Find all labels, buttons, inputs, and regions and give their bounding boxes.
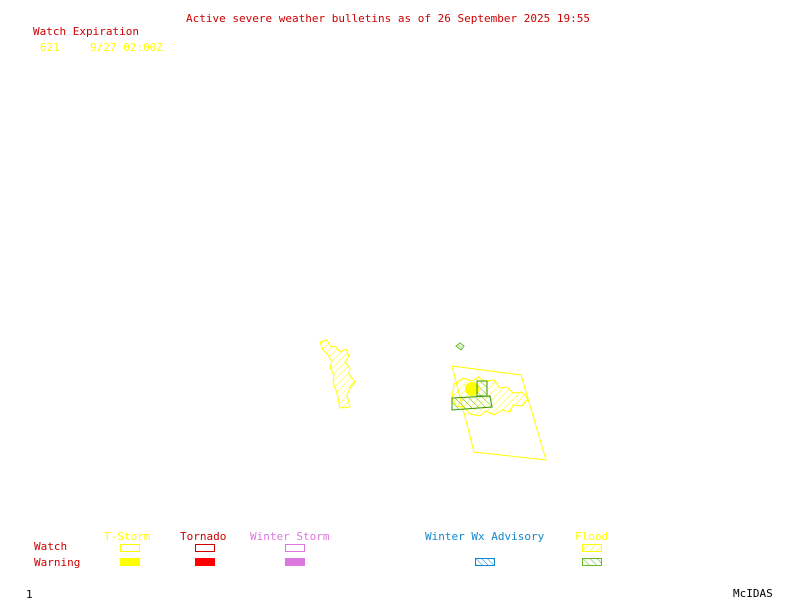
legend-row-watch: Watch	[34, 540, 68, 553]
swatch-flood-watch	[582, 544, 602, 552]
swatch-tornado-watch	[195, 544, 215, 552]
watch-expiration: 9/27 02:00Z	[90, 41, 163, 54]
tstorm-watch-box	[451, 365, 547, 461]
legend-label-tornado: Tornado	[180, 530, 227, 543]
flood-warning-area	[451, 380, 493, 411]
page-title: Active severe weather bulletins as of 26…	[186, 12, 590, 25]
legend-label-winter-storm: Winter Storm	[250, 530, 330, 543]
watch-number: 621	[40, 41, 60, 54]
legend-label-flood: Flood	[575, 530, 609, 543]
swatch-flood-warning	[582, 558, 602, 566]
swatch-winter-storm-watch	[285, 544, 305, 552]
swatch-tornado-warning	[195, 558, 215, 566]
swatch-tstorm-warning	[120, 558, 140, 566]
brand-label: McIDAS	[733, 587, 773, 600]
swatch-winter-wx-advisory	[475, 558, 495, 566]
frame-number: 1	[26, 588, 33, 601]
legend-label-winter-wx-advisory: Winter Wx Advisory	[425, 530, 545, 543]
flood-area-west	[319, 339, 356, 409]
swatch-tstorm-watch	[120, 544, 140, 552]
swatch-winter-storm-warning	[285, 558, 305, 566]
flood-area-small	[455, 342, 465, 351]
legend-row-warning: Warning	[34, 556, 81, 569]
watch-heading: Watch Expiration	[33, 25, 139, 38]
legend-label-tstorm: T-Storm	[104, 530, 151, 543]
